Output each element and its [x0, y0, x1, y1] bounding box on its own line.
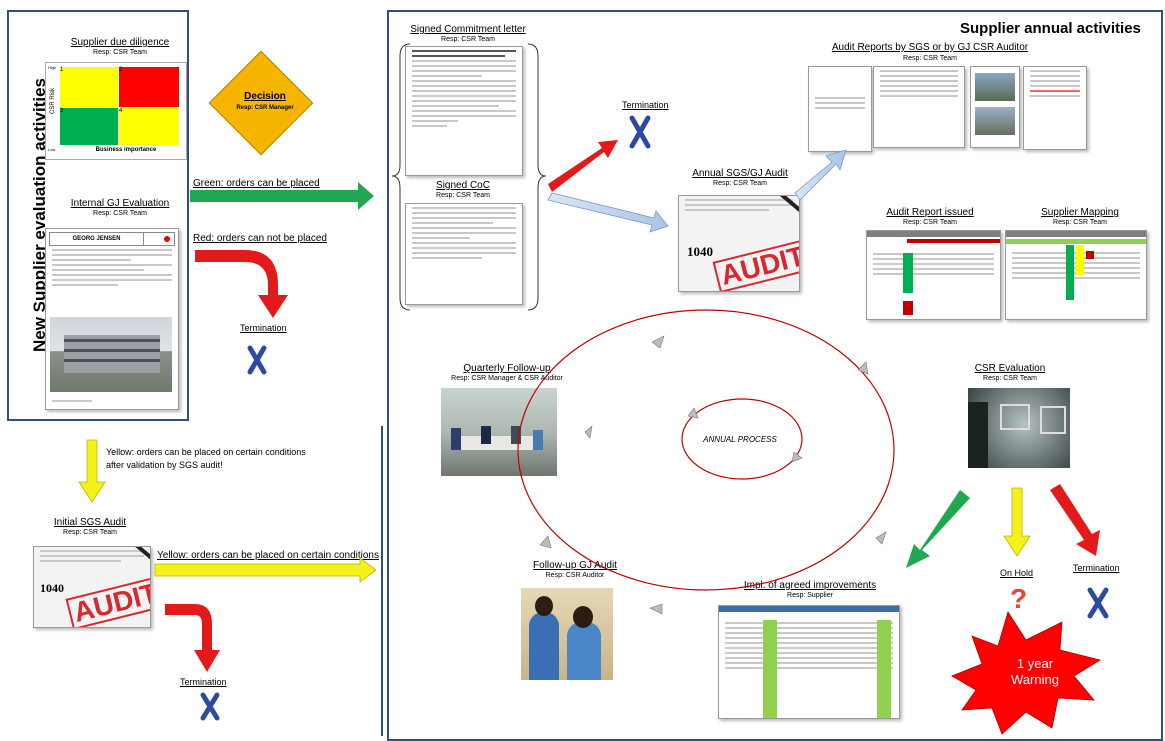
factory-photo — [50, 317, 172, 392]
green-arrow-right — [906, 490, 970, 568]
improvements-title: Impl. of agreed improvements — [743, 580, 877, 591]
warning-starburst — [951, 611, 1102, 735]
audit-report-thumb-4 — [1023, 66, 1087, 150]
red-arrow-top — [548, 140, 618, 192]
audit-report-thumb-2 — [873, 66, 965, 148]
improvements-table — [718, 605, 900, 719]
annual-title: Supplier annual activities — [960, 20, 1141, 37]
matrix-q1: 1 — [60, 67, 118, 107]
yellow-right-arrow — [154, 557, 377, 583]
document-brace — [391, 43, 547, 311]
improvements-resp: Resp: Supplier — [787, 592, 833, 599]
on-hold-question-icon: ? — [1010, 583, 1028, 614]
termination-top-label: Termination — [622, 100, 669, 110]
matrix-low: Low — [48, 147, 56, 152]
initial-sgs-title: Initial SGS Audit — [53, 517, 127, 528]
decision-resp: Resp: CSR Manager — [236, 105, 294, 111]
internal-eval-title: Internal GJ Evaluation — [70, 198, 170, 209]
cross-icon-right — [1087, 587, 1109, 619]
blue-arrow-to-audit — [547, 192, 669, 233]
termination-bottom-label: Termination — [180, 677, 227, 687]
csr-eval-title: CSR Evaluation — [974, 363, 1046, 374]
audit-issued-title: Audit Report issued — [886, 207, 974, 218]
matrix-high: High — [48, 65, 57, 70]
yellow-down-arrow — [78, 439, 106, 503]
matrix-q4: 4 — [119, 108, 179, 145]
decision-title: Decision — [244, 91, 286, 102]
coc-title: Signed CoC — [436, 180, 490, 191]
left-lower-border — [7, 426, 383, 736]
matrix-q2: 2 — [119, 67, 179, 107]
warning-text: 1 year Warning — [1011, 656, 1059, 687]
yellow-arrow-label: Yellow: orders can be placed on certain … — [106, 447, 306, 470]
mapping-resp: Resp: CSR Team — [1053, 219, 1107, 226]
quarterly-title: Quarterly Follow-up — [463, 363, 551, 374]
coc-doc — [405, 203, 523, 305]
red-arrow-bottom — [165, 604, 220, 672]
quarterly-resp: Resp: CSR Manager & CSR Auditor — [451, 375, 563, 382]
audit-report-thumb-1 — [808, 66, 872, 152]
audit-reports-title: Audit Reports by SGS or by GJ CSR Audito… — [831, 42, 1029, 53]
red-arrow-right — [1050, 484, 1100, 556]
cross-icon-top — [629, 115, 651, 149]
mapping-table — [1005, 230, 1147, 320]
audit-report-thumb-3 — [970, 66, 1020, 148]
blue-arrow-to-reports — [794, 149, 847, 201]
matrix-q3: 3 — [60, 108, 118, 145]
csr-eval-resp: Resp: CSR Team — [983, 375, 1037, 382]
csr-eval-photo — [968, 388, 1070, 468]
commitment-resp: Resp: CSR Team — [441, 36, 495, 43]
red-arrow-left — [195, 250, 288, 318]
doc-header: GEORG JENSEN — [72, 236, 121, 242]
green-arrow — [190, 182, 374, 210]
annual-process-cycle — [517, 309, 895, 591]
mapping-title: Supplier Mapping — [1041, 207, 1119, 218]
on-hold-label: On Hold — [1000, 568, 1034, 578]
green-arrow-label: Green: orders can be placed — [193, 178, 320, 189]
red-arrow-label: Red: orders can not be placed — [193, 233, 327, 244]
matrix-xlabel: Business importance — [95, 147, 157, 153]
audit-issued-resp: Resp: CSR Team — [903, 219, 957, 226]
yellow-conditions-label: Yellow: orders can be placed on certain … — [157, 550, 379, 561]
audit-issued-table — [866, 230, 1001, 320]
due-diligence-resp: Resp: CSR Team — [93, 49, 147, 56]
annual-process-label: ANNUAL PROCESS — [703, 435, 777, 444]
initial-sgs-image: 1040 AUDIT — [33, 546, 151, 628]
cross-icon-left — [247, 345, 267, 375]
cycle-arrowheads — [539, 335, 887, 615]
followup-photo — [521, 588, 613, 680]
yellow-arrow-right — [1003, 487, 1031, 557]
internal-eval-resp: Resp: CSR Team — [93, 210, 147, 217]
internal-eval-document: GEORG JENSEN — [45, 228, 179, 410]
commitment-letter-doc — [405, 46, 523, 176]
cross-icon-bottom — [200, 692, 220, 721]
quarterly-photo — [441, 388, 557, 476]
annual-audit-image: 1040 AUDIT — [678, 195, 800, 292]
followup-title: Follow-up GJ Audit — [533, 560, 617, 571]
due-diligence-title: Supplier due diligence — [70, 37, 170, 48]
annual-audit-resp: Resp: CSR Team — [713, 180, 767, 187]
coc-resp: Resp: CSR Team — [436, 192, 490, 199]
termination-left-label: Termination — [240, 323, 287, 333]
termination-right-label: Termination — [1073, 563, 1120, 573]
commitment-title: Signed Commitment letter — [410, 24, 526, 35]
audit-reports-resp: Resp: CSR Team — [903, 55, 957, 62]
followup-resp: Resp: CSR Auditor — [545, 572, 605, 579]
initial-sgs-resp: Resp: CSR Team — [63, 529, 117, 536]
risk-matrix: CSR Risk 1 2 3 4 Business importance Hig… — [45, 62, 187, 160]
annual-audit-title: Annual SGS/GJ Audit — [692, 168, 788, 179]
